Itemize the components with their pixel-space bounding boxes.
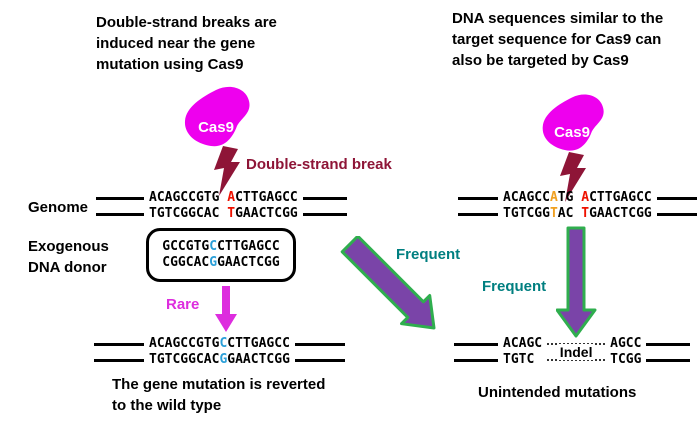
- dna-strand-lines: [458, 190, 498, 222]
- sequence-top-strand: ACAGCCATG ACTTGAGCC: [503, 190, 652, 205]
- lightning-bolt-right-icon: [560, 152, 586, 202]
- result-caption-right: Unintended mutations: [478, 384, 637, 401]
- dna-strand-lines: [302, 190, 347, 222]
- sequence-bottom-strand: TGTCGGCACGGAACTCGG: [149, 352, 290, 367]
- intro-text-left: Double-strand breaks are induced near th…: [96, 14, 277, 73]
- genome-right-text: ACAGCCATG ACTTGAGCC TGTCGGTAC TGAACTCGG: [503, 190, 652, 222]
- dna-strand-lines: [96, 190, 144, 222]
- result-left-text: ACAGCCGTGCCTTGAGCC TGTCGGCACGGAACTCGG: [149, 336, 290, 368]
- dna-strand-lines: [294, 336, 345, 368]
- cas9-label-left: Cas9: [198, 119, 234, 136]
- donor-sequence-bottom: CGGCACGGAACTCGG: [162, 255, 280, 270]
- exogenous-donor-label: Exogenous DNA donor: [28, 238, 109, 276]
- donor-sequence-top: GCCGTGCCTTGAGCC: [162, 239, 280, 254]
- frequent-label-left: Frequent: [396, 246, 461, 263]
- cas9-protein-right: [542, 94, 604, 151]
- result-sequence-left: ACAGCCGTGCCTTGAGCC TGTCGGCACGGAACTCGG: [94, 336, 345, 368]
- cas9-label-right: Cas9: [554, 124, 590, 141]
- indel-dotted-line: [547, 359, 606, 361]
- intro-text-right: DNA sequences similar to the target sequ…: [452, 10, 664, 69]
- sequence-top-strand: AGCC: [610, 336, 642, 351]
- dna-strand-lines: [454, 336, 498, 368]
- genome-sequence-left: ACAGCCGTG ACTTGAGCC TGTCGGCAC TGAACTCGG: [96, 190, 347, 222]
- genome-sequence-right: ACAGCCATG ACTTGAGCC TGTCGGTAC TGAACTCGG: [458, 190, 697, 222]
- rare-arrow: [215, 286, 237, 332]
- sequence-top-strand: ACAGC: [503, 336, 543, 351]
- frequent-arrow-right: [556, 226, 597, 338]
- sequence-bottom-strand: TGTCGGCAC TGAACTCGG: [149, 206, 298, 221]
- cas9-protein-left: [184, 86, 250, 147]
- donor-box: GCCGTGCCTTGAGCC CGGCACGGAACTCGG: [146, 228, 296, 282]
- sequence-bottom-strand: TCGG: [610, 352, 642, 367]
- cut-right-text: AGCC TCGG: [610, 336, 641, 368]
- genome-left-text: ACAGCCGTG ACTTGAGCC TGTCGGCAC TGAACTCGG: [149, 190, 298, 222]
- result-caption-left: The gene mutation is reverted to the wil…: [112, 376, 326, 414]
- sequence-bottom-strand: TGTC: [503, 352, 535, 367]
- rare-label: Rare: [166, 296, 200, 313]
- result-sequence-right: ACAGC TGTC Indel AGCC TCGG: [454, 336, 691, 368]
- cut-left-text: ACAGC TGTC: [503, 336, 542, 368]
- dna-strand-lines: [646, 336, 691, 368]
- lightning-bolt-left-icon: [214, 146, 240, 196]
- genome-label: Genome: [28, 199, 89, 216]
- indel-gap: Indel: [547, 336, 606, 368]
- sequence-top-strand: ACAGCCGTG ACTTGAGCC: [149, 190, 298, 205]
- frequent-arrow-diagonal: [340, 236, 436, 330]
- frequent-label-right: Frequent: [482, 278, 547, 295]
- double-strand-break-label: Double-strand break: [246, 156, 392, 173]
- sequence-top-strand: ACAGCCGTGCCTTGAGCC: [149, 336, 290, 351]
- dna-strand-lines: [656, 190, 697, 222]
- indel-label: Indel: [557, 344, 595, 360]
- sequence-bottom-strand: TGTCGGTAC TGAACTCGG: [503, 206, 652, 221]
- dna-strand-lines: [94, 336, 144, 368]
